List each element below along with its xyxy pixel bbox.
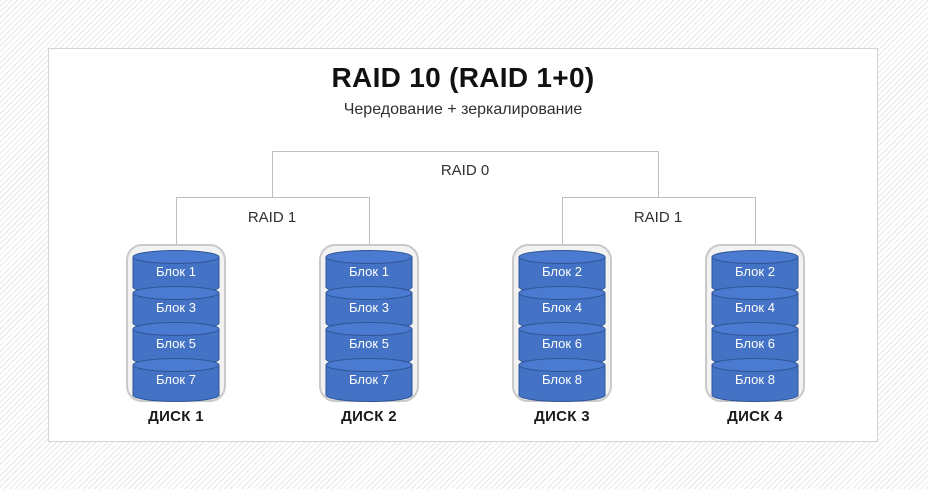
block-label: Блок 5 <box>156 336 196 351</box>
disk-label: ДИСК 3 <box>534 408 590 425</box>
disk-label: ДИСК 1 <box>148 408 204 425</box>
block-label: Блок 6 <box>542 336 582 351</box>
block-label: Блок 3 <box>349 300 389 315</box>
diagram-subtitle: Чередование + зеркалирование <box>343 101 583 118</box>
block-label: Блок 5 <box>349 336 389 351</box>
disk-group-3: Блок 2 Блок 4 Блок 6 Блок 8 ДИСК 3 <box>512 244 612 425</box>
block-label: Блок 2 <box>735 264 775 279</box>
block-label: Блок 3 <box>156 300 196 315</box>
connector-raid0-left-vertical <box>272 151 273 198</box>
raid1-right-label: RAID 1 <box>633 209 683 226</box>
connector-disk4-drop <box>755 197 756 245</box>
block-label: Блок 1 <box>349 264 389 279</box>
raid1-left-label: RAID 1 <box>247 209 297 226</box>
block-label: Блок 1 <box>156 264 196 279</box>
disk-group-4: Блок 2 Блок 4 Блок 6 Блок 8 ДИСК 4 <box>705 244 805 425</box>
block-label: Блок 4 <box>735 300 775 315</box>
diagram-card: RAID 10 (RAID 1+0) Чередование + зеркали… <box>48 48 878 442</box>
disk-label: ДИСК 2 <box>341 408 397 425</box>
connector-raid0-horizontal <box>272 151 659 152</box>
disk-group-1: Блок 1 Блок 3 Блок 5 Блок 7 ДИСК 1 <box>126 244 226 425</box>
connector-disk3-drop <box>562 197 563 245</box>
connector-raid0-right-vertical <box>658 151 659 198</box>
block-label: Блок 2 <box>542 264 582 279</box>
connector-raid1-right-horizontal <box>562 197 756 198</box>
block-label: Блок 4 <box>542 300 582 315</box>
block-label: Блок 6 <box>735 336 775 351</box>
connector-disk2-drop <box>369 197 370 245</box>
block-label: Блок 8 <box>542 372 582 387</box>
connector-raid1-left-horizontal <box>176 197 370 198</box>
block-label: Блок 8 <box>735 372 775 387</box>
diagram-title: RAID 10 (RAID 1+0) <box>331 62 595 93</box>
disk-group-2: Блок 1 Блок 3 Блок 5 Блок 7 ДИСК 2 <box>319 244 419 425</box>
disk-label: ДИСК 4 <box>727 408 783 425</box>
block-label: Блок 7 <box>349 372 389 387</box>
block-label: Блок 7 <box>156 372 196 387</box>
connector-disk1-drop <box>176 197 177 245</box>
raid0-label: RAID 0 <box>440 162 490 179</box>
